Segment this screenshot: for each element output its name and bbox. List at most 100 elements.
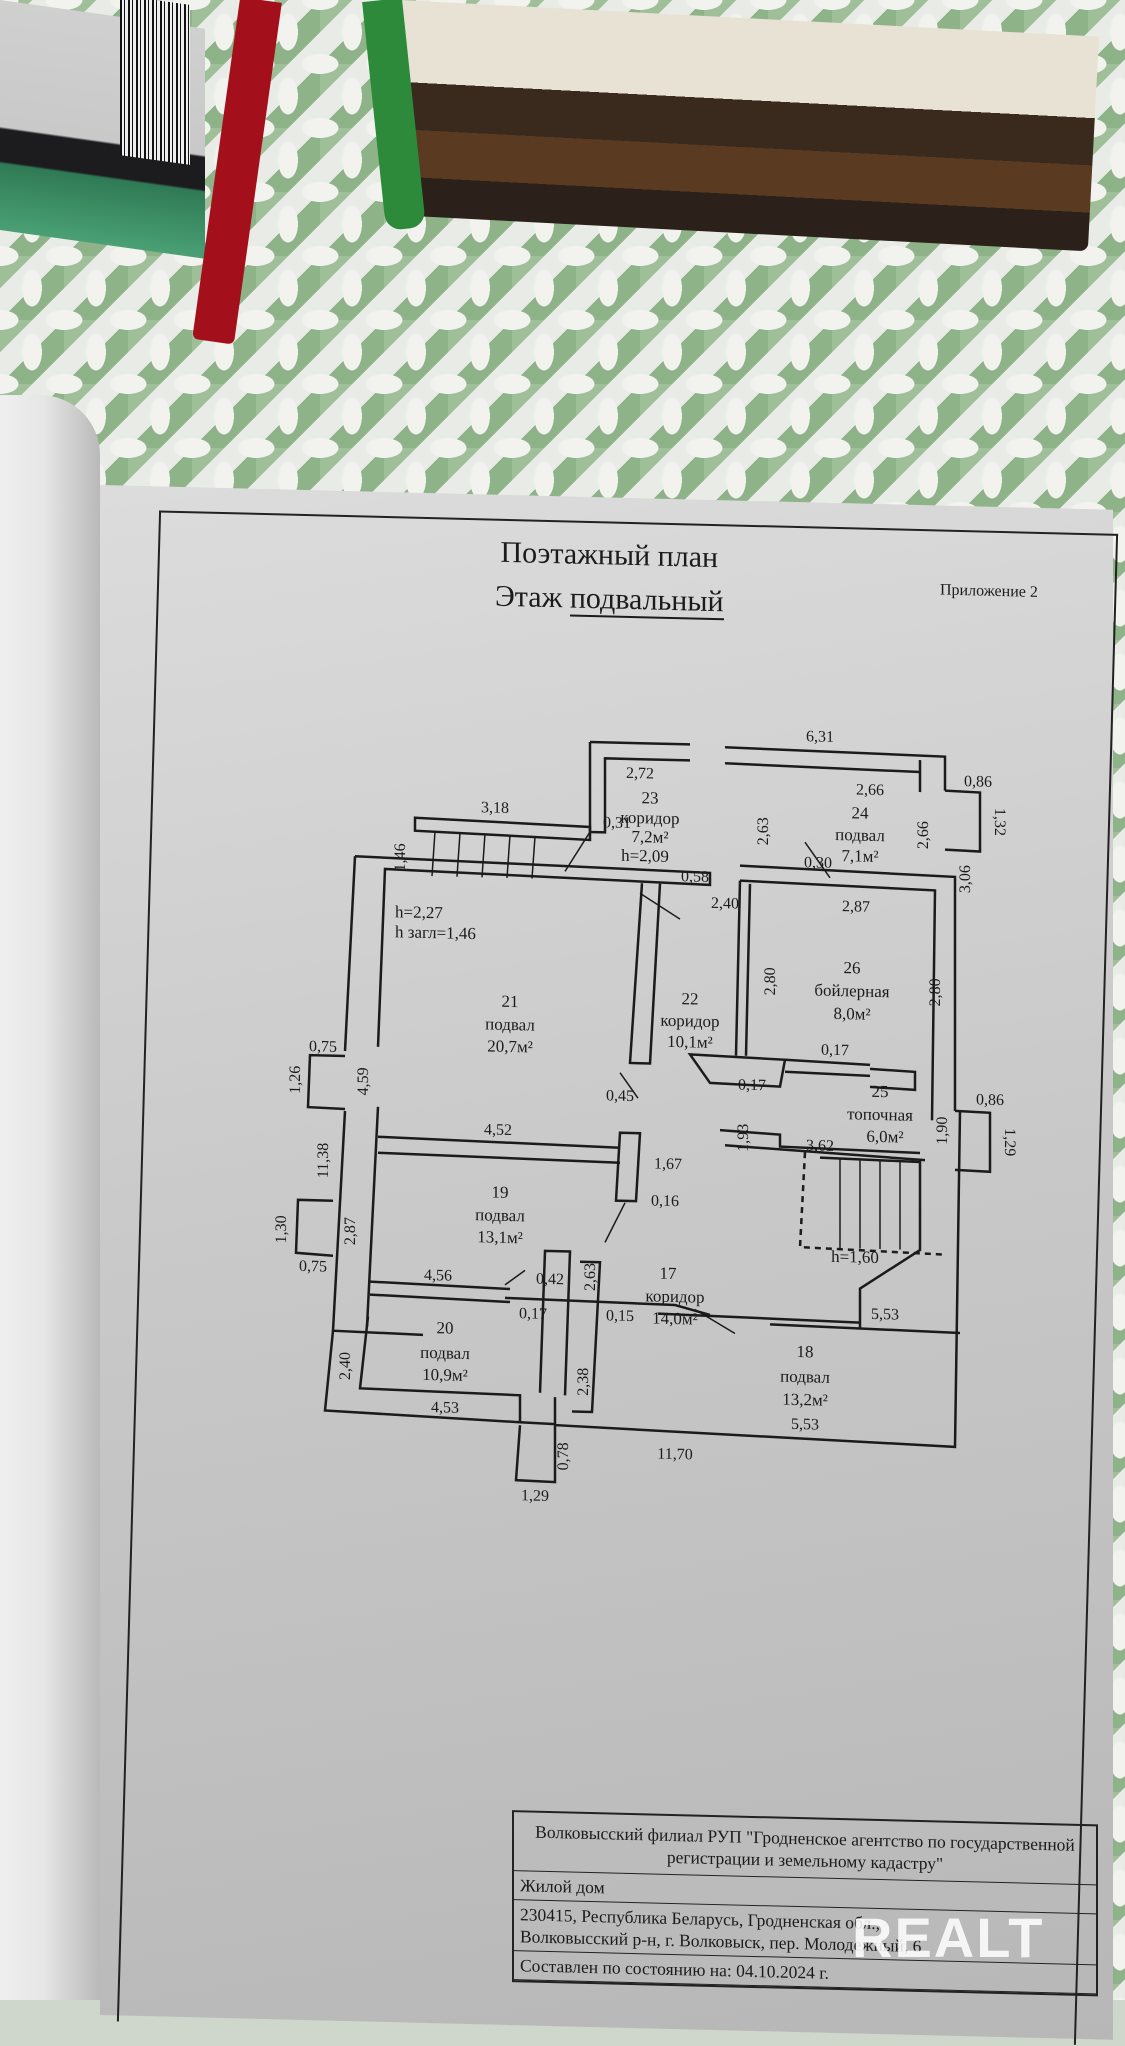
dim-r18-top: 5,53 [871, 1306, 899, 1324]
room-20-name: подвал [420, 1343, 470, 1363]
wall-19-21 [377, 1135, 621, 1164]
wall-21-top [343, 854, 712, 1052]
window-19 [294, 1198, 334, 1257]
dim-016: 0,16 [651, 1192, 679, 1210]
floor-label: Этаж [495, 579, 570, 615]
window-24 [944, 789, 982, 853]
room-25-area: 6,0м² [866, 1127, 903, 1147]
dim-r23-side: 2,63 [755, 817, 772, 845]
room-23-area: 7,2м² [631, 827, 668, 847]
dim-r19-top: 4,52 [484, 1121, 512, 1139]
dim-017-a: 0,17 [821, 1042, 849, 1060]
dimension-labels: 6,31 2,72 2,66 3,18 1,46 0,31 2,63 2,66 … [273, 728, 1018, 1505]
dim-r25-small: 1,93 [735, 1124, 752, 1152]
wall-bottom-left [323, 1316, 522, 1424]
dim-porch-width: 3,18 [481, 799, 509, 817]
dim-win25-width: 0,86 [976, 1091, 1004, 1109]
dim-r21-side: 4,59 [355, 1067, 372, 1095]
room-22-number: 22 [682, 989, 699, 1008]
room-labels: 23 коридор 7,2м² h=2,09 24 подвал 7,1м² … [395, 788, 913, 1410]
dim-win19-height: 1,30 [273, 1215, 290, 1243]
title-line-2: Этаж подвальный [495, 575, 724, 625]
wall-22-26 [739, 864, 957, 1121]
dim-porch-height: 1,46 [392, 843, 409, 871]
room-25-name: топочная [847, 1104, 913, 1125]
room-19-area: 13,1м² [477, 1227, 523, 1247]
room-19-name: подвал [475, 1205, 525, 1225]
dim-bottom-total: 11,70 [657, 1446, 692, 1464]
title-line-1: Поэтажный план [500, 535, 719, 575]
document-title: Поэтажный план Этаж подвальный [495, 531, 724, 625]
room-20-area: 10,9м² [422, 1365, 468, 1385]
dim-win25-height: 1,29 [1001, 1128, 1018, 1156]
window-25 [954, 1109, 992, 1174]
room-17-name: коридор [645, 1286, 704, 1306]
room-21-number: 21 [502, 992, 519, 1011]
room-21-name: подвал [485, 1014, 535, 1034]
floor-plan: 23 коридор 7,2м² h=2,09 24 подвал 7,1м² … [220, 713, 1090, 1584]
dim-top-total: 6,31 [806, 728, 834, 746]
dim-015: 0,15 [606, 1307, 634, 1325]
room-24-area: 7,1м² [841, 846, 878, 866]
room-23-height: h=2,09 [621, 846, 669, 866]
room-24-name: подвал [835, 825, 885, 845]
dim-030: 0,30 [804, 854, 832, 872]
room-23-name: коридор [620, 808, 679, 828]
room-20-number: 20 [437, 1318, 454, 1337]
floor-name: подвальный [569, 581, 724, 621]
room-18-number: 18 [797, 1342, 814, 1361]
realt-watermark: REALT [852, 1906, 1045, 1969]
wall-21-right [628, 883, 662, 1065]
window-21 [306, 1053, 346, 1111]
wall-bottom [519, 1110, 962, 1449]
stair-height: h=1,60 [831, 1247, 879, 1267]
dim-r20-bottom: 4,53 [431, 1399, 459, 1417]
left-page [0, 395, 100, 2000]
dim-167: 1,67 [654, 1156, 682, 1174]
dim-r18-bottom: 5,53 [791, 1416, 819, 1434]
entry-porch [514, 1425, 557, 1484]
dim-win24-height: 1,32 [991, 808, 1008, 836]
dim-r20-side: 2,40 [337, 1352, 354, 1380]
wall-23-left [588, 741, 690, 834]
door-swings [504, 831, 831, 1335]
room-22-area: 10,1м² [667, 1032, 713, 1052]
dim-017-b: 0,17 [738, 1077, 766, 1095]
dim-win24-width: 0,86 [964, 773, 992, 791]
room-21-area: 20,7м² [487, 1036, 533, 1056]
room-26-area: 8,0м² [833, 1004, 870, 1024]
porch-top-stairs [413, 816, 592, 842]
room-18-name: подвал [780, 1367, 830, 1387]
room-26-number: 26 [844, 958, 861, 977]
room-26-name: бойлерная [814, 980, 889, 1001]
room-17-area: 14,0м² [652, 1308, 698, 1328]
dim-entry-width: 1,29 [521, 1487, 549, 1505]
room-18-area: 13,2м² [782, 1390, 828, 1410]
dim-042: 0,42 [536, 1271, 564, 1289]
room-17-number: 17 [660, 1264, 677, 1283]
dim-058: 0,58 [681, 868, 709, 886]
document-page: Поэтажный план Этаж подвальный Приложени… [100, 485, 1119, 2045]
dim-win21-height: 1,26 [287, 1066, 304, 1094]
book-object [388, 0, 1100, 252]
dim-r17-side: 2,63 [582, 1263, 599, 1291]
dim-r26-left: 2,80 [762, 967, 779, 995]
wall-top [590, 740, 947, 793]
dim-r24-top: 2,66 [856, 781, 884, 799]
dim-r26-top: 2,87 [842, 898, 870, 916]
room-21-depth: h загл=1,46 [395, 922, 476, 943]
dim-240: 2,40 [711, 895, 739, 913]
chimney [687, 1053, 787, 1088]
wall-19-20 [369, 1280, 511, 1304]
dim-r23-top: 2,72 [626, 765, 654, 783]
dim-031: 0,31 [603, 814, 631, 832]
dim-r24-side: 2,66 [915, 821, 932, 849]
appendix-label: Приложение 2 [940, 581, 1038, 601]
dim-entry-height: 0,78 [555, 1442, 572, 1470]
room-23-number: 23 [642, 788, 659, 807]
dim-win19-width: 0,75 [299, 1258, 327, 1276]
room-24-number: 24 [852, 803, 869, 822]
barcode [120, 0, 190, 165]
dim-r20-top: 4,56 [424, 1267, 452, 1285]
dim-r18-side: 2,38 [575, 1368, 592, 1396]
